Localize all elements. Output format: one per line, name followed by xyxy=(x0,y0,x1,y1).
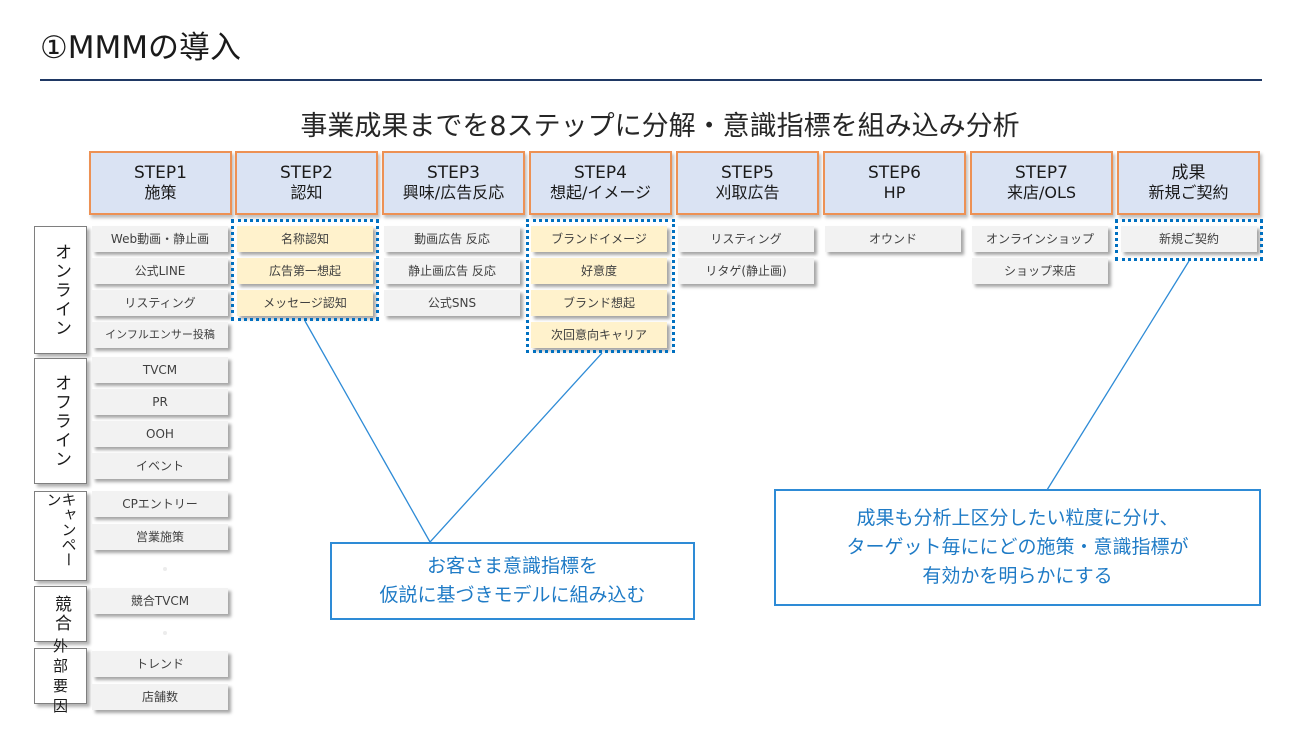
step-number: STEP1 xyxy=(134,163,187,183)
separator-dot xyxy=(163,567,167,571)
step3-item: 公式SNS xyxy=(384,290,520,316)
step7-item: ショップ来店 xyxy=(972,258,1108,284)
step-name: 新規ご契約 xyxy=(1148,183,1229,202)
step3-item: 静止画広告 反応 xyxy=(384,258,520,284)
category-label: 外部要因 xyxy=(52,637,72,715)
category-label: オフライン xyxy=(51,373,71,469)
step-number: STEP6 xyxy=(868,163,921,183)
title-divider xyxy=(40,79,1262,81)
category-campaign: キャンペーン xyxy=(34,491,87,581)
step6-item: オウンド xyxy=(825,226,961,252)
category-competitor: 競合 xyxy=(34,586,87,642)
step-header-result: 成果 新規ご契約 xyxy=(1117,151,1260,215)
step1-item: OOH xyxy=(92,421,228,447)
connector-result-to-callout xyxy=(1046,260,1190,491)
category-online: オンライン xyxy=(34,226,87,354)
step1-item: インフルエンサー投稿 xyxy=(92,322,228,348)
step-number: STEP7 xyxy=(1015,163,1068,183)
step1-item: 店舗数 xyxy=(92,684,228,710)
step-number: 成果 xyxy=(1171,163,1206,183)
callout-awareness-metrics: お客さま意識指標を 仮説に基づきモデルに組み込む xyxy=(330,542,695,620)
step5-item: リタゲ(静止画) xyxy=(678,258,814,284)
step-name: 認知 xyxy=(290,183,323,202)
step4-item: ブランド想起 xyxy=(531,290,667,316)
connector-step4-to-callout xyxy=(429,352,603,543)
callout-line: 成果も分析上区分したい粒度に分け、 xyxy=(856,507,1179,529)
step2-item: 名称認知 xyxy=(237,226,373,252)
step-name: 興味/広告反応 xyxy=(402,183,505,202)
step-header-2: STEP2 認知 xyxy=(235,151,378,215)
category-label: オンライン xyxy=(51,242,71,338)
step3-item: 動画広告 反応 xyxy=(384,226,520,252)
step-name: HP xyxy=(883,183,906,202)
step1-item: 公式LINE xyxy=(92,258,228,284)
step-header-3: STEP3 興味/広告反応 xyxy=(382,151,525,215)
callout-line: 仮説に基づきモデルに組み込む xyxy=(379,584,646,606)
step1-item: TVCM xyxy=(92,357,228,383)
step1-item: PR xyxy=(92,389,228,415)
step-number: STEP4 xyxy=(574,163,627,183)
step1-item: トレンド xyxy=(92,651,228,677)
connector-step2-to-callout xyxy=(304,320,431,543)
step-header-7: STEP7 来店/OLS xyxy=(970,151,1113,215)
category-offline: オフライン xyxy=(34,358,87,484)
category-external: 外部要因 xyxy=(34,637,87,715)
step4-item: ブランドイメージ xyxy=(531,226,667,252)
step7-item: オンラインショップ xyxy=(972,226,1108,252)
separator-dot xyxy=(163,631,167,635)
callout-line: 有効かを明らかにする xyxy=(922,565,1113,587)
step-number: STEP5 xyxy=(721,163,774,183)
step-name: 来店/OLS xyxy=(1006,183,1077,202)
step-header-6: STEP6 HP xyxy=(823,151,966,215)
diagram-subtitle: 事業成果までを8ステップに分解・意識指標を組み込み分析 xyxy=(300,111,1020,142)
step1-item: 営業施策 xyxy=(92,524,228,550)
step-number: STEP2 xyxy=(280,163,333,183)
step1-item: リスティング xyxy=(92,290,228,316)
result-item: 新規ご契約 xyxy=(1121,226,1257,252)
page-title: ①MMMの導入 xyxy=(40,30,242,66)
step4-item: 好意度 xyxy=(531,258,667,284)
step-name: 施策 xyxy=(144,183,177,202)
callout-line: ターゲット毎ににどの施策・意識指標が xyxy=(846,536,1189,558)
step-name: 想起/イメージ xyxy=(549,183,652,202)
category-label: 競合 xyxy=(51,595,71,633)
category-label: キャンペーン xyxy=(44,492,78,567)
step1-item: イベント xyxy=(92,453,228,479)
step-name: 刈取広告 xyxy=(715,183,780,202)
step1-item: Web動画・静止画 xyxy=(92,226,228,252)
step2-item: 広告第一想起 xyxy=(237,258,373,284)
step-header-1: STEP1 施策 xyxy=(89,151,232,215)
step4-item: 次回意向キャリア xyxy=(531,322,667,348)
callout-line: お客さま意識指標を xyxy=(426,555,598,577)
step1-item: CPエントリー xyxy=(92,491,228,517)
step-header-4: STEP4 想起/イメージ xyxy=(529,151,672,215)
step-number: STEP3 xyxy=(427,163,480,183)
step-header-5: STEP5 刈取広告 xyxy=(676,151,819,215)
callout-result-granularity: 成果も分析上区分したい粒度に分け、 ターゲット毎ににどの施策・意識指標が 有効か… xyxy=(774,489,1261,606)
step5-item: リスティング xyxy=(678,226,814,252)
step1-item: 競合TVCM xyxy=(92,588,228,614)
step2-item: メッセージ認知 xyxy=(237,290,373,316)
